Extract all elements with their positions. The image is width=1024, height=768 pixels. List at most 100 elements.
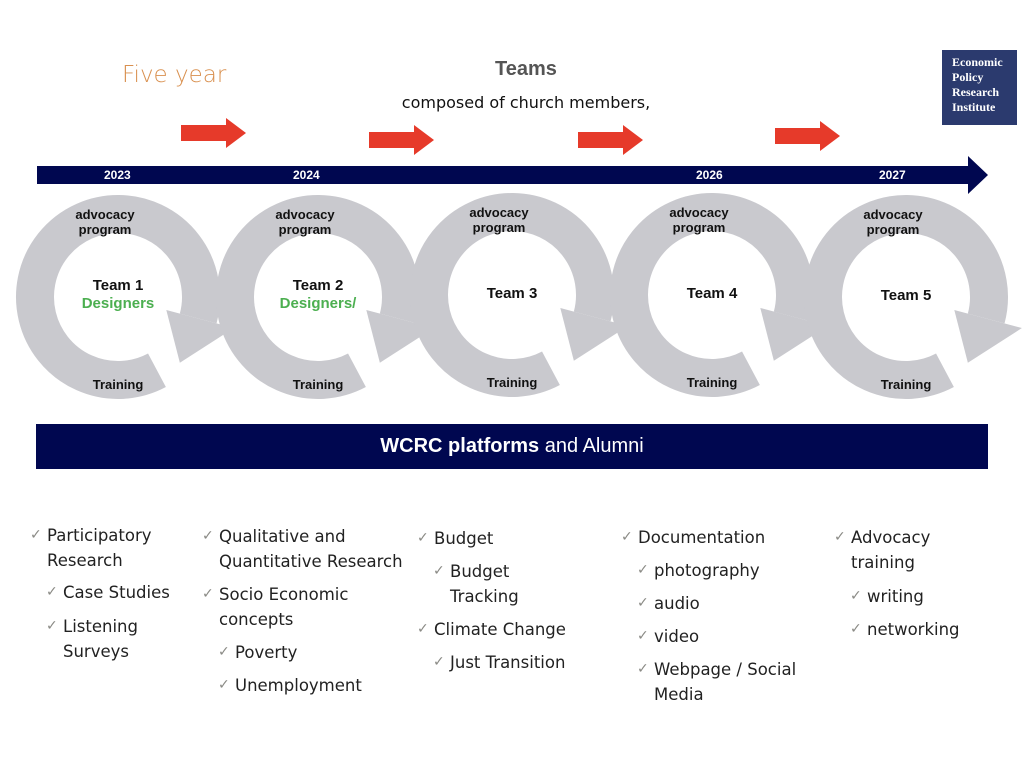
list-item: ✓ audio (637, 591, 754, 616)
team-label: Team 3 (486, 285, 538, 302)
teams-subtitle: composed of church members, (401, 93, 651, 112)
red-arrow-icon (181, 118, 246, 148)
list-item: ✓ networking (850, 617, 987, 642)
wcrc-platforms-band: WCRC platforms and Alumni (36, 424, 988, 469)
check-icon: ✓ (850, 588, 862, 604)
cycle-bottom-label: Training (292, 377, 344, 392)
cycle-arrow-ring (610, 193, 814, 397)
list-item-text: Unemployment (235, 676, 362, 695)
list-item-text: Climate Change (434, 620, 566, 639)
red-arrow-icon (578, 125, 643, 155)
cycle-top-label: advocacy program (469, 205, 529, 235)
list-item: ✓ Budget (417, 526, 534, 551)
team-label: Team 4 (686, 285, 738, 302)
check-icon: ✓ (637, 595, 649, 611)
check-icon: ✓ (637, 562, 649, 578)
cycle-top-label: advocacy program (669, 205, 729, 235)
check-icon: ✓ (834, 529, 846, 545)
epri-logo: Economic Policy Research Institute (942, 50, 1017, 125)
list-item-text: networking (867, 620, 960, 639)
band-rest: and Alumni (539, 435, 644, 457)
list-item-text: Webpage / Social Media (654, 660, 797, 704)
list-item: ✓ writing (850, 584, 967, 609)
year-label: 2023 (104, 168, 131, 182)
cycle-arrowhead-icon (366, 309, 434, 363)
year-label: 2027 (879, 168, 906, 182)
list-item: ✓ Climate Change (417, 617, 584, 642)
check-icon: ✓ (46, 618, 58, 634)
teams-title: Teams (495, 58, 557, 80)
check-icon: ✓ (218, 677, 230, 693)
list-item-text: Listening Surveys (63, 617, 138, 661)
list-item: ✓ Participatory Research (30, 523, 157, 573)
list-item-text: Advocacy training (851, 528, 931, 572)
list-item-text: Socio Economic concepts (219, 585, 349, 629)
cycle-top-label: advocacy program (75, 207, 135, 237)
list-item: ✓ Listening Surveys (46, 614, 173, 664)
list-item: ✓ Just Transition (433, 650, 590, 675)
check-icon: ✓ (433, 654, 445, 670)
list-item-text: audio (654, 594, 700, 613)
cycle-arrow-ring (216, 195, 420, 399)
list-item: ✓ Qualitative and Quantitative Research (202, 524, 409, 574)
cycle-arrow-ring (16, 195, 220, 399)
cycle-arrowhead-icon (760, 307, 828, 361)
list-item: ✓ Advocacy training (834, 525, 951, 575)
check-icon: ✓ (202, 528, 214, 544)
check-icon: ✓ (218, 644, 230, 660)
list-item: ✓ Unemployment (218, 673, 385, 698)
cycle-bottom-label: Training (686, 375, 738, 390)
cycle-arrowhead-icon (560, 307, 628, 361)
year-label: 2026 (696, 168, 723, 182)
logo-line: Policy (952, 70, 984, 84)
team-label: Team 5 (880, 287, 932, 304)
list-item-text: video (654, 627, 700, 646)
cycle-arrowhead-icon (166, 309, 234, 363)
logo-line: Research (952, 85, 1000, 99)
list-item: ✓Budget Tracking (433, 559, 540, 609)
list-item-text: Participatory Research (47, 526, 152, 570)
cycle-top-label: advocacy program (863, 207, 923, 237)
list-item: ✓ Socio Economic concepts (202, 582, 379, 632)
list-item: ✓ Case Studies (46, 580, 193, 605)
list-item: ✓Poverty (218, 640, 355, 665)
list-item: ✓photography (637, 558, 784, 583)
check-icon: ✓ (850, 621, 862, 637)
check-icon: ✓ (46, 584, 58, 600)
list-item-text: Documentation (638, 528, 766, 547)
check-icon: ✓ (637, 661, 649, 677)
band-bold: WCRC platforms (380, 435, 540, 457)
list-item: ✓ Webpage / Social Media (637, 657, 814, 707)
check-icon: ✓ (417, 530, 429, 546)
list-item: ✓ video (637, 624, 754, 649)
list-item-text: Case Studies (63, 583, 170, 602)
list-item-text: Qualitative and Quantitative Research (219, 527, 403, 571)
team-role: Designers (81, 295, 155, 312)
team-label: Team 1 (92, 277, 144, 294)
red-arrow-icon (775, 121, 840, 151)
cycle-arrow-ring (804, 195, 1008, 399)
logo-line: Institute (952, 100, 996, 114)
cycle-bottom-label: Training (880, 377, 932, 392)
cycle-bottom-label: Training (486, 375, 538, 390)
list-item-text: Just Transition (450, 653, 566, 672)
timeline-arrow (37, 156, 988, 194)
list-item-text: Budget (434, 529, 494, 548)
year-label: 2024 (293, 168, 320, 182)
check-icon: ✓ (621, 529, 633, 545)
cycle-arrowhead-icon (954, 309, 1022, 363)
team-label: Team 2 (292, 277, 344, 294)
red-arrow-icon (369, 125, 434, 155)
five-year-label: Five year (122, 62, 227, 88)
list-item-text: writing (867, 587, 924, 606)
check-icon: ✓ (637, 628, 649, 644)
cycle-bottom-label: Training (92, 377, 144, 392)
cycle-arrow-ring (410, 193, 614, 397)
list-item-text: Budget Tracking (450, 562, 519, 606)
check-icon: ✓ (417, 621, 429, 637)
check-icon: ✓ (202, 586, 214, 602)
cycle-top-label: advocacy program (275, 207, 335, 237)
check-icon: ✓ (30, 527, 42, 543)
team-role: Designers/ (279, 295, 357, 312)
